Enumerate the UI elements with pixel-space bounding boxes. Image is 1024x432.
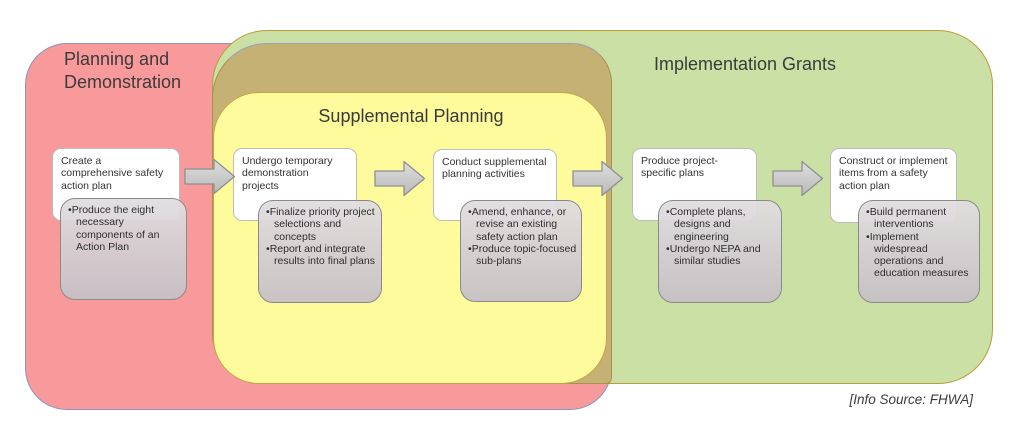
bullet-item: Finalize priority project selections and… bbox=[266, 206, 377, 243]
step-details-box-2: Finalize priority project selections and… bbox=[258, 200, 382, 303]
bullet-list: Finalize priority project selections and… bbox=[266, 206, 377, 267]
bullet-list: Build permanent interventions Implement … bbox=[866, 206, 975, 280]
region-title-planning: Planning and Demonstration bbox=[64, 49, 182, 93]
info-source-note: [Info Source: FHWA] bbox=[849, 392, 973, 407]
arrow-right-icon-4 bbox=[772, 160, 824, 197]
bullet-item: Report and integrate results into final … bbox=[266, 243, 377, 268]
bullet-item: Produce topic-focused sub-plans bbox=[468, 243, 577, 268]
step-details-box-1: Produce the eight necessary components o… bbox=[60, 198, 187, 300]
bullet-list: Amend, enhance, or revise an existing sa… bbox=[468, 206, 577, 267]
arrow-right-icon-1 bbox=[184, 158, 236, 195]
bullet-item: Build permanent interventions bbox=[866, 206, 975, 231]
bullet-item: Complete plans, designs and engineering bbox=[666, 206, 777, 243]
step-details-box-5: Build permanent interventions Implement … bbox=[858, 200, 980, 303]
step-details-box-4: Complete plans, designs and engineering … bbox=[658, 200, 782, 303]
arrow-right-icon-2 bbox=[374, 160, 426, 197]
region-title-supplemental: Supplemental Planning bbox=[318, 106, 504, 126]
step-details-box-3: Amend, enhance, or revise an existing sa… bbox=[460, 200, 582, 302]
bullet-item: Amend, enhance, or revise an existing sa… bbox=[468, 206, 577, 243]
region-title-implementation: Implementation Grants bbox=[653, 54, 837, 74]
bullet-item: Implement widespread operations and educ… bbox=[866, 231, 975, 280]
arrow-right-icon-3 bbox=[572, 160, 624, 197]
bullet-item: Produce the eight necessary components o… bbox=[68, 204, 182, 253]
bullet-list: Complete plans, designs and engineering … bbox=[666, 206, 777, 267]
bullet-list: Produce the eight necessary components o… bbox=[68, 204, 182, 253]
bullet-item: Undergo NEPA and similar studies bbox=[666, 243, 777, 268]
